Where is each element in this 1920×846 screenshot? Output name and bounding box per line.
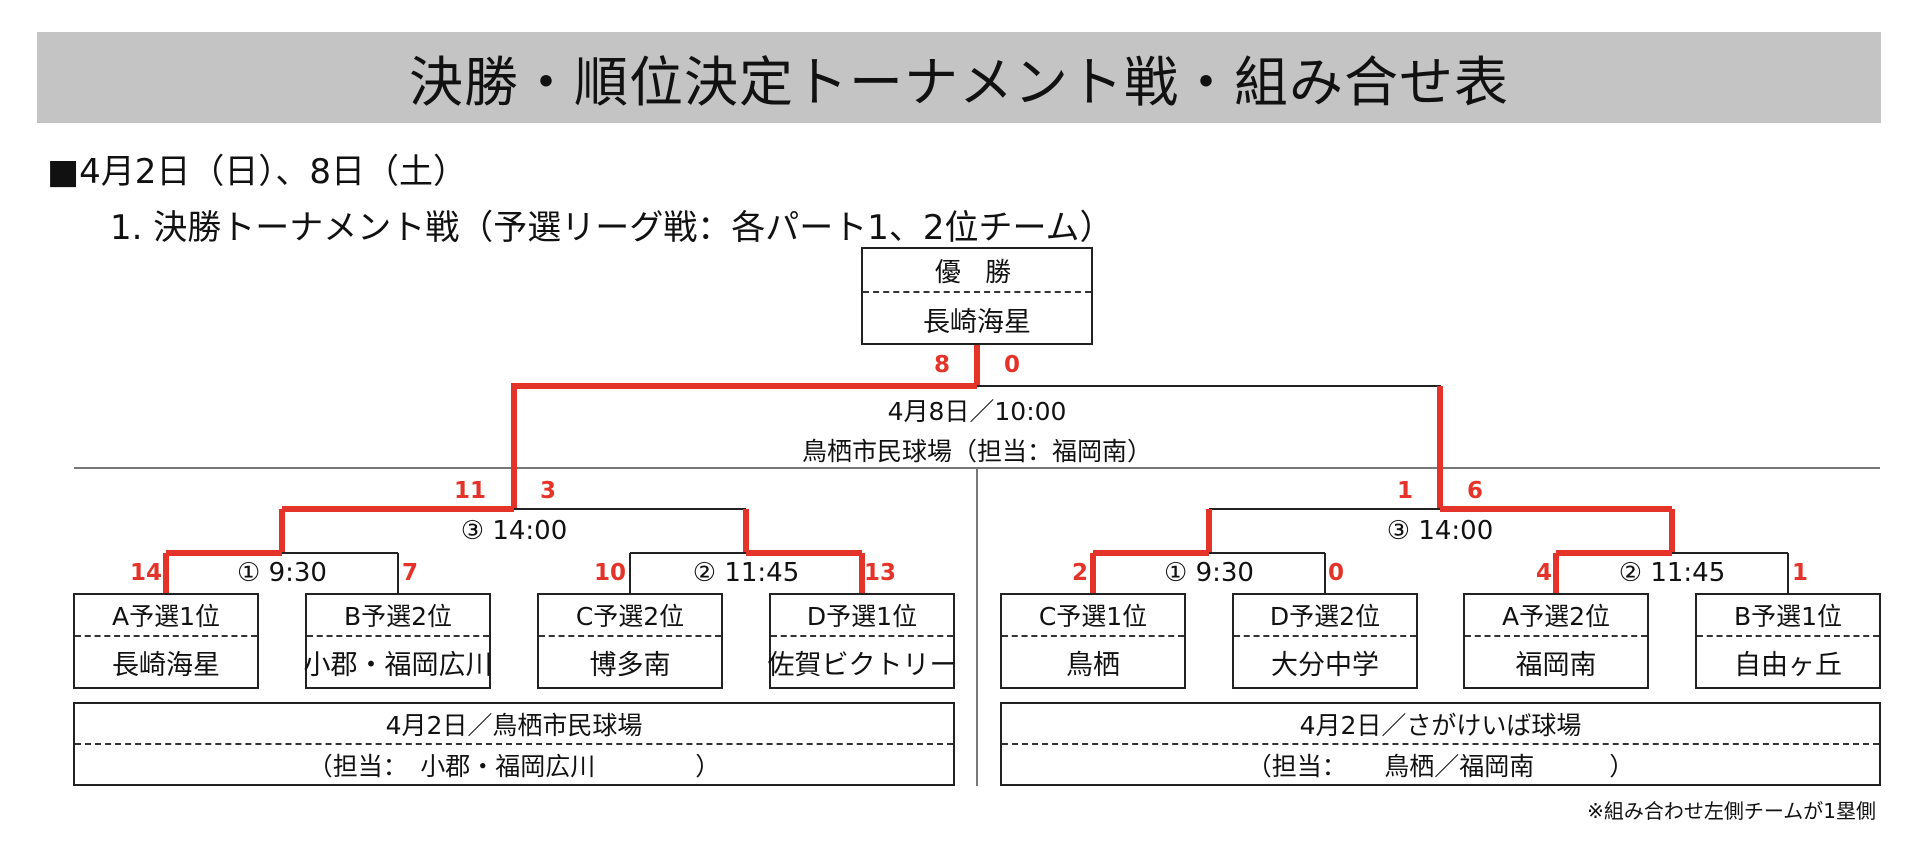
team-name: 博多南 (589, 649, 671, 681)
venue-box-left: 4月2日／鳥栖市民球場 （担当： 小郡・福岡広川 ） (73, 702, 955, 786)
team-seed: D予選2位 (1269, 602, 1381, 631)
team-box: D予選1位 佐賀ビクトリー (767, 593, 957, 689)
team-seed: B予選2位 (343, 602, 453, 631)
champion-box: 優 勝 長崎海星 (861, 247, 1093, 345)
team-box: C予選1位 鳥栖 (1000, 593, 1186, 689)
match-4-score-right: 1 (1791, 560, 1809, 586)
semi-left-score-right: 3 (539, 478, 557, 504)
team-name: 自由ヶ丘 (1734, 649, 1842, 681)
team-name: 大分中学 (1271, 649, 1379, 681)
team-box: A予選1位 長崎海星 (73, 593, 259, 689)
semi-left-score-left: 11 (453, 478, 487, 504)
team-seed: B予選1位 (1733, 602, 1843, 631)
venue-date-place: 4月2日／さがけいば球場 (1299, 710, 1582, 740)
final-venue: 鳥栖市民球場（担当：福岡南） (801, 437, 1153, 466)
team-name: 小郡・福岡広川 (303, 649, 493, 681)
team-box: C予選2位 博多南 (537, 593, 723, 689)
title-banner: 決勝・順位決定トーナメント戦・組み合せ表 (37, 32, 1881, 123)
semi-right-score-left: 1 (1396, 478, 1414, 504)
team-box: B予選1位 自由ヶ丘 (1695, 593, 1881, 689)
match-4-score-left: 4 (1535, 560, 1553, 586)
team-name: 長崎海星 (112, 649, 220, 681)
team-box: B予選2位 小郡・福岡広川 (303, 593, 493, 689)
semi-right-score-right: 6 (1466, 478, 1484, 504)
team-name: 福岡南 (1515, 649, 1597, 681)
match-3-score-right: 0 (1327, 560, 1345, 586)
match-1-score-right: 7 (401, 560, 419, 586)
match-2-score-right: 13 (863, 560, 897, 586)
team-seed: C予選2位 (575, 602, 685, 631)
champion-team: 長崎海星 (923, 306, 1031, 338)
team-seed: D予選1位 (806, 602, 918, 631)
date-header: ■4月2日（日）、8日（土） (47, 152, 468, 192)
match-1-score-left: 14 (129, 560, 163, 586)
final-left-path (511, 383, 977, 509)
team-box: A予選2位 福岡南 (1463, 593, 1649, 689)
team-seed: C予選1位 (1038, 602, 1148, 631)
match-3-score-left: 2 (1071, 560, 1089, 586)
final-score-right: 0 (1003, 352, 1021, 378)
footnote: ※組み合わせ左側チームが1塁側 (1587, 799, 1876, 823)
section-title: 1. 決勝トーナメント戦（予選リーグ戦：各パート1、2位チーム） (110, 208, 1114, 248)
match-2-score-left: 10 (593, 560, 627, 586)
page-title: 決勝・順位決定トーナメント戦・組み合せ表 (409, 51, 1509, 114)
match-3-label: ① 9:30 (1156, 558, 1262, 588)
team-name: 鳥栖 (1066, 649, 1120, 681)
team-seed: A予選1位 (111, 602, 220, 631)
match-1-label: ① 9:30 (229, 558, 335, 588)
match-2-label: ② 11:45 (684, 558, 808, 588)
semi-right-label: ③ 14:00 (1378, 516, 1502, 546)
venue-box-right: 4月2日／さがけいば球場 （担当： 鳥栖／福岡南 ） (1000, 702, 1881, 786)
venue-charge: （担当： 鳥栖／福岡南 ） (1246, 752, 1635, 781)
champion-label: 優 勝 (934, 257, 1020, 288)
venue-charge: （担当： 小郡・福岡広川 ） (307, 752, 721, 781)
team-box: D予選2位 大分中学 (1232, 593, 1418, 689)
venue-date-place: 4月2日／鳥栖市民球場 (385, 710, 643, 740)
semi-left-label: ③ 14:00 (452, 516, 576, 546)
final-datetime: 4月8日／10:00 (887, 397, 1067, 426)
match-4-label: ② 11:45 (1610, 558, 1734, 588)
final-score-left: 8 (933, 352, 951, 378)
team-name: 佐賀ビクトリー (767, 649, 957, 681)
team-seed: A予選2位 (1501, 602, 1610, 631)
